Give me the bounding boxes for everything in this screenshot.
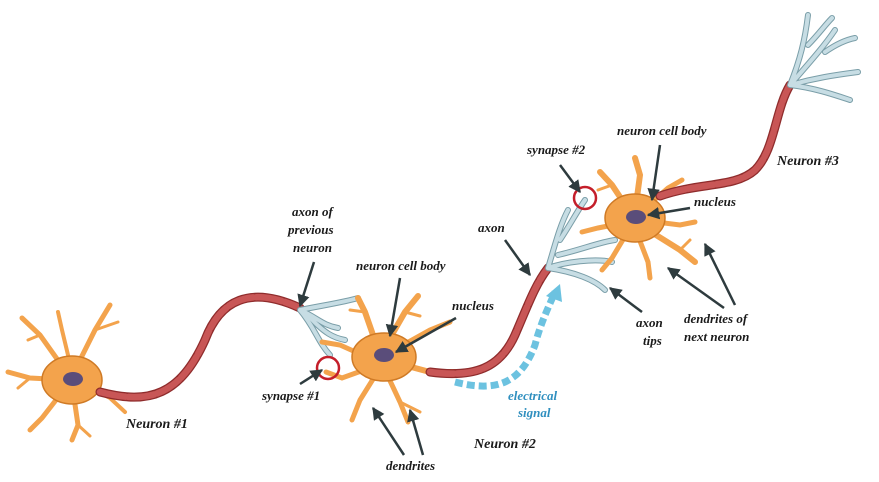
arrow-nucleus-b — [646, 206, 691, 220]
arrow-axon-prev — [297, 261, 316, 308]
electrical-signal-arrow — [454, 290, 559, 390]
synapse-2-ring — [572, 185, 598, 211]
label-electrical-line1: electrical — [508, 388, 557, 403]
label-neuron-1: Neuron #1 — [125, 417, 188, 432]
arrow-nucleus-a — [394, 316, 457, 354]
label-axon-prev-line3: neuron — [293, 240, 332, 255]
label-electrical-line2: signal — [517, 405, 551, 420]
electrical-signal-arrowhead — [546, 284, 562, 302]
arrow-dendrites-next-2 — [703, 242, 737, 306]
label-neuron-2: Neuron #2 — [473, 437, 536, 452]
label-axon-tips-line2: tips — [643, 333, 662, 348]
arrow-dendrites-1 — [371, 406, 406, 456]
synapse-1-ring — [315, 355, 341, 381]
label-neuron-3: Neuron #3 — [776, 154, 839, 169]
label-axon: axon — [478, 220, 505, 235]
label-synapse-2: synapse #2 — [526, 142, 586, 157]
pointer-arrows — [297, 144, 737, 456]
labels: Neuron #1 Neuron #2 Neuron #3 synapse #1… — [125, 123, 839, 473]
label-dendrites-next-line2: next neuron — [684, 329, 749, 344]
label-cell-body-a: neuron cell body — [356, 258, 446, 273]
label-dendrites-next-line1: dendrites of — [684, 311, 749, 326]
label-axon-tips-line1: axon — [636, 315, 663, 330]
label-axon-prev-line2: previous — [287, 222, 334, 237]
arrow-synapse-2 — [558, 164, 582, 194]
label-axon-prev-line1: axon of — [292, 204, 334, 219]
axon-tips-neuron-1 — [297, 295, 361, 358]
arrow-cell-body-b — [647, 144, 662, 202]
arrow-dendrites-2 — [407, 408, 425, 456]
label-cell-body-b: neuron cell body — [617, 123, 707, 138]
axon-neuron-1 — [95, 292, 305, 402]
axon-neuron-3 — [655, 80, 795, 201]
label-dendrites: dendrites — [386, 458, 435, 473]
axon-neuron-2 — [425, 263, 553, 379]
label-synapse-1: synapse #1 — [261, 388, 320, 403]
label-nucleus-a: nucleus — [452, 298, 494, 313]
label-nucleus-b: nucleus — [694, 194, 736, 209]
arrow-dendrites-next-1 — [666, 266, 725, 310]
arrow-synapse-1 — [299, 368, 324, 386]
arrow-axon-tips — [609, 287, 643, 313]
neuron-2-nucleus — [374, 348, 394, 362]
neuron-1 — [5, 302, 127, 443]
neuron-1-nucleus — [63, 372, 83, 386]
arrow-axon — [503, 239, 532, 277]
axon-tips-neuron-2 — [545, 197, 618, 293]
neuron-3-nucleus — [626, 210, 646, 224]
axon-tips-neuron-3 — [787, 12, 861, 103]
neuron-2 — [319, 293, 458, 425]
neuron-3 — [579, 155, 698, 281]
arrow-cell-body-a — [385, 277, 402, 338]
